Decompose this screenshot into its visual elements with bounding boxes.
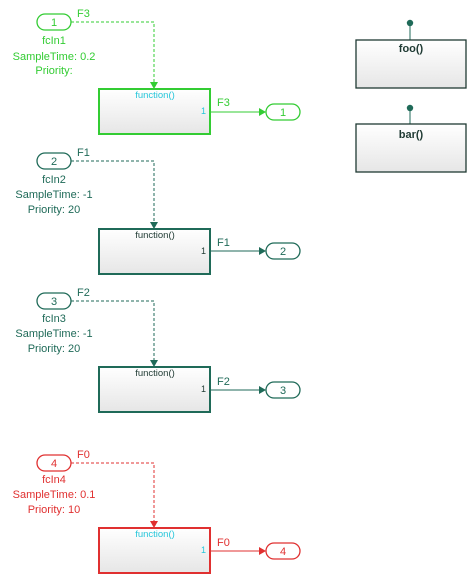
trigger-line[interactable] — [71, 300, 155, 360]
function-block-label: bar() — [399, 129, 424, 141]
trigger-line[interactable] — [71, 21, 155, 82]
inport-number: 1 — [51, 17, 57, 29]
subsystem-port-number: 1 — [201, 545, 206, 555]
output-signal-label: F0 — [217, 537, 230, 549]
inport-sample-time: SampleTime: 0.2 — [13, 51, 96, 63]
trigger-line[interactable] — [71, 160, 155, 222]
trigger-arrow — [150, 360, 158, 367]
inport-signal-label: F2 — [77, 287, 90, 299]
inport-priority: Priority: — [35, 65, 72, 77]
outport-number: 2 — [280, 246, 286, 258]
inport-3-group: 3 F2 fcIn3 SampleTime: -1 Priority: 20 — [15, 287, 92, 355]
output-signal-label: F1 — [217, 237, 230, 249]
subsystem-port-number: 1 — [201, 246, 206, 256]
inport-name: fcIn4 — [42, 474, 66, 486]
inport-number: 2 — [51, 156, 57, 168]
inport-signal-label: F0 — [77, 449, 90, 461]
simulink-function-bar[interactable]: bar() — [355, 104, 467, 173]
inport-priority: Priority: 20 — [28, 204, 81, 216]
subsystem-port-number: 1 — [201, 106, 206, 116]
inport-signal-label: F3 — [77, 8, 90, 20]
output-arrow — [259, 547, 266, 555]
output-arrow — [259, 386, 266, 394]
inport-4-group: 4 F0 fcIn4 SampleTime: 0.1 Priority: 10 — [13, 449, 96, 516]
output-signal-label: F3 — [217, 97, 230, 109]
subsystem-title: function() — [135, 90, 175, 101]
subsystem-block[interactable] — [98, 88, 211, 135]
trigger-port-dot — [406, 19, 414, 27]
outport-block[interactable] — [265, 542, 301, 560]
inport-name: fcIn1 — [42, 35, 66, 47]
subsystem-title: function() — [135, 230, 175, 241]
output-signal-label: F2 — [217, 376, 230, 388]
inport-priority: Priority: 20 — [28, 343, 81, 355]
subsystem-block[interactable] — [98, 228, 211, 275]
subsystem-block[interactable] — [98, 366, 211, 413]
subsystem-title: function() — [135, 529, 175, 540]
function-block[interactable] — [355, 123, 467, 173]
inport-sample-time: SampleTime: -1 — [15, 328, 92, 340]
inport-sample-time: SampleTime: -1 — [15, 189, 92, 201]
outport-block[interactable] — [265, 242, 301, 260]
output-arrow — [259, 108, 266, 116]
output-arrow — [259, 247, 266, 255]
trigger-line[interactable] — [71, 462, 155, 521]
outport-number: 4 — [280, 546, 286, 558]
outport-block[interactable] — [265, 381, 301, 399]
inport-priority: Priority: 10 — [28, 504, 81, 516]
function-block[interactable] — [355, 39, 467, 89]
inport-name: fcIn3 — [42, 313, 66, 325]
trigger-arrow — [150, 222, 158, 229]
function-call-subsystem-3[interactable]: function() 1 — [98, 366, 211, 413]
simulink-function-foo[interactable]: foo() — [355, 19, 467, 89]
outport-number: 3 — [280, 385, 286, 397]
inport-signal-label: F1 — [77, 147, 90, 159]
outport-number: 1 — [280, 107, 286, 119]
inport-number: 3 — [51, 296, 57, 308]
subsystem-block[interactable] — [98, 527, 211, 574]
trigger-port-dot — [406, 104, 414, 112]
inport-1-group: 1 F3 fcIn1 SampleTime: 0.2 Priority: — [13, 8, 96, 77]
function-call-subsystem-1[interactable]: function() 1 — [98, 88, 211, 135]
function-block-label: foo() — [399, 43, 424, 55]
trigger-arrow — [150, 82, 158, 89]
inport-number: 4 — [51, 458, 57, 470]
function-call-subsystem-4[interactable]: function() 1 — [98, 527, 211, 574]
inport-name: fcIn2 — [42, 174, 66, 186]
function-call-subsystem-2[interactable]: function() 1 — [98, 228, 211, 275]
outport-block[interactable] — [265, 103, 301, 121]
subsystem-port-number: 1 — [201, 384, 206, 394]
inport-sample-time: SampleTime: 0.1 — [13, 489, 96, 501]
subsystem-title: function() — [135, 368, 175, 379]
trigger-arrow — [150, 521, 158, 528]
inport-2-group: 2 F1 fcIn2 SampleTime: -1 Priority: 20 — [15, 147, 92, 216]
